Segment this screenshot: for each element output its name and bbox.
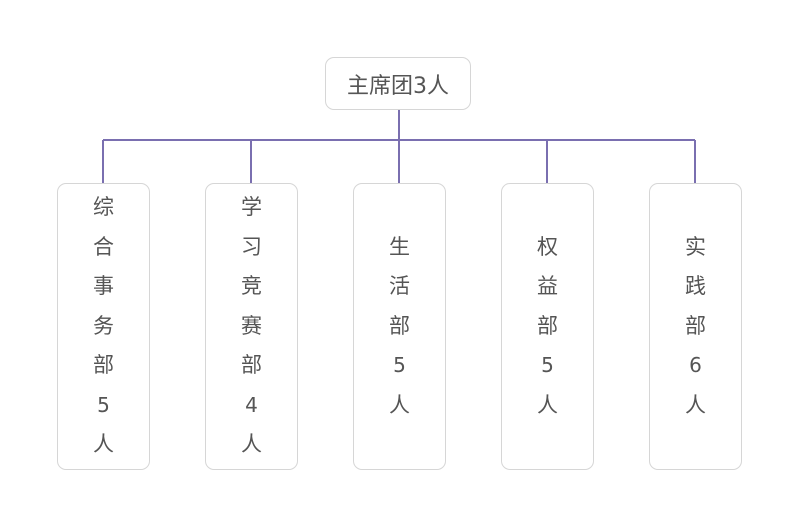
dept-char: 权: [537, 234, 558, 259]
dept-char: 习: [241, 234, 262, 259]
dept-char: 部: [685, 313, 706, 338]
dept-char: 赛: [241, 313, 262, 338]
dept-char: 践: [685, 274, 706, 299]
dept-char: 合: [93, 234, 114, 259]
dept-char: 人: [389, 392, 410, 417]
dept-member-count: 5: [393, 353, 406, 378]
dept-node-general-affairs: 综 合 事 务 部 5 人: [57, 183, 150, 470]
dept-char: 务: [93, 313, 114, 338]
dept-char: 人: [537, 392, 558, 417]
dept-member-count: 6: [689, 353, 702, 378]
root-node-label: 主席团3人: [347, 73, 449, 99]
dept-char: 部: [389, 313, 410, 338]
dept-member-count: 5: [97, 392, 110, 417]
dept-char: 人: [93, 432, 114, 457]
dept-char: 部: [241, 353, 262, 378]
dept-member-count: 5: [541, 353, 554, 378]
dept-char: 实: [685, 234, 706, 259]
dept-char: 生: [389, 234, 410, 259]
dept-char: 部: [537, 313, 558, 338]
dept-char: 人: [241, 432, 262, 457]
root-node: 主席团3人: [325, 57, 471, 110]
dept-char: 益: [537, 274, 558, 299]
dept-char: 竞: [241, 274, 262, 299]
dept-member-count: 4: [245, 392, 258, 417]
dept-node-study-competition: 学 习 竞 赛 部 4 人: [205, 183, 298, 470]
dept-node-rights: 权 益 部 5 人: [501, 183, 594, 470]
dept-char: 活: [389, 274, 410, 299]
dept-char: 部: [93, 353, 114, 378]
dept-char: 事: [93, 274, 114, 299]
dept-char: 综: [93, 195, 114, 220]
dept-char: 人: [685, 392, 706, 417]
dept-node-student-life: 生 活 部 5 人: [353, 183, 446, 470]
dept-node-practice: 实 践 部 6 人: [649, 183, 742, 470]
dept-char: 学: [241, 195, 262, 220]
